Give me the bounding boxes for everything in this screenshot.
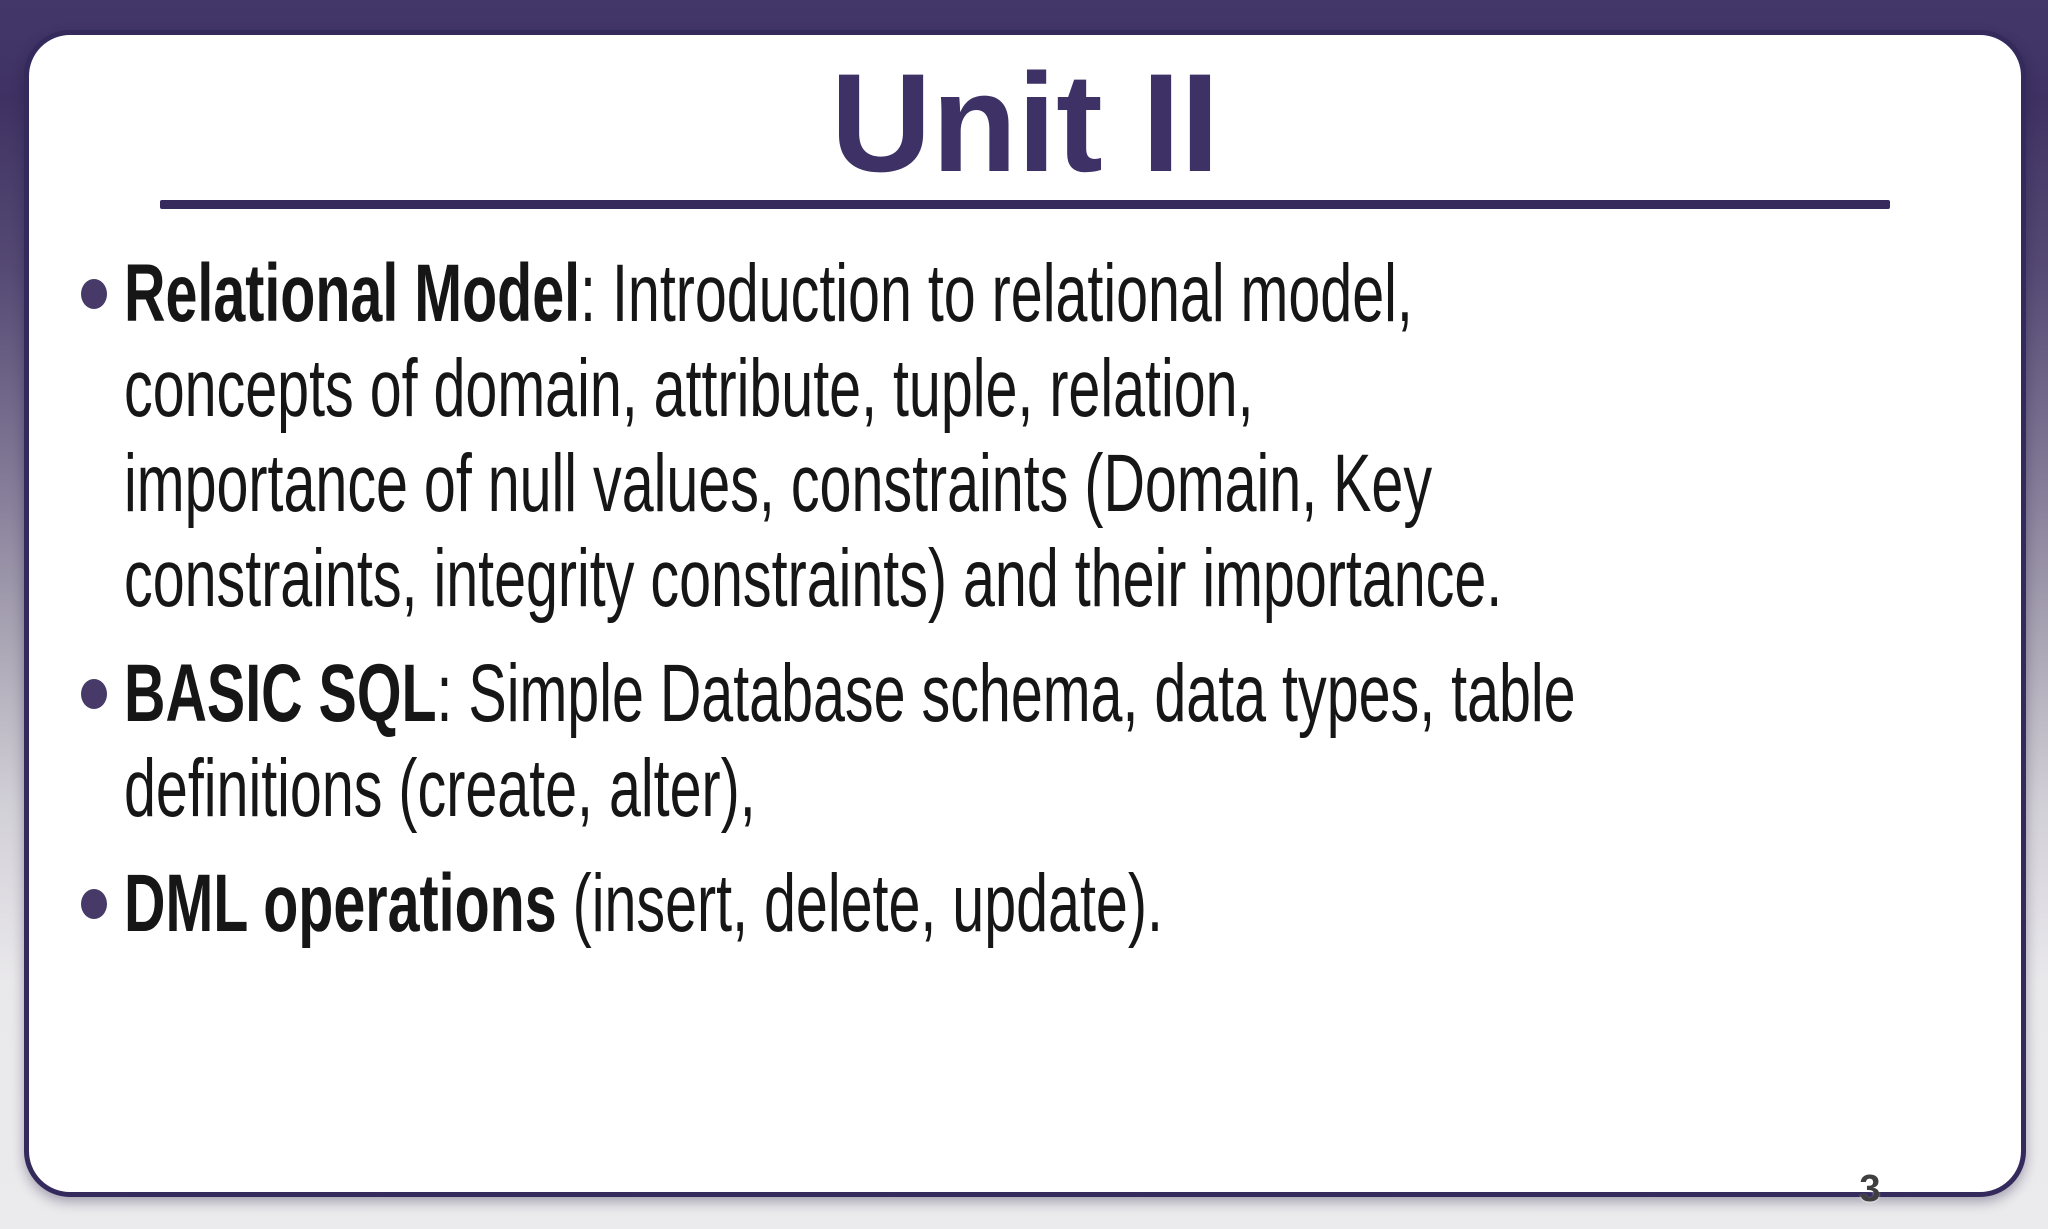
bullet-text: concepts of domain, attribute, tuple, re…: [124, 343, 1254, 434]
bullet-text: : Simple Database schema, data types, ta…: [436, 648, 1576, 739]
bullet-term: Relational Model: [124, 248, 581, 339]
slide-title: Unit II: [830, 44, 1220, 201]
bullet-line: importance of null values, constraints (…: [124, 436, 1432, 531]
bullet-text: : Introduction to relational model,: [580, 248, 1413, 339]
title-underline: [160, 200, 1890, 209]
page-number: 3: [1859, 1168, 1881, 1210]
bullet-term: BASIC SQL: [124, 648, 437, 739]
bullet-line: constraints, integrity constraints) and …: [124, 531, 1502, 626]
bullet-term: DML operations: [124, 858, 557, 949]
bullet-dot-icon: [81, 279, 107, 309]
bullet-item-relational-model: Relational Model: Introduction to relati…: [81, 246, 1981, 626]
bullet-line: Relational Model: Introduction to relati…: [124, 246, 1424, 341]
slide-card: Unit II Relational Model: Introduction t…: [24, 30, 2026, 1197]
bullet-text: definitions (create, alter),: [124, 743, 756, 834]
bullet-text: (insert, delete, update).: [556, 858, 1163, 949]
bullet-item-basic-sql: BASIC SQL: Simple Database schema, data …: [81, 646, 1981, 836]
bullet-text: constraints, integrity constraints) and …: [124, 533, 1503, 624]
bullet-line: DML operations (insert, delete, update).: [124, 856, 1424, 951]
bullet-dot-icon: [81, 679, 107, 709]
bullet-line: BASIC SQL: Simple Database schema, data …: [124, 646, 1576, 741]
bullet-line: concepts of domain, attribute, tuple, re…: [124, 341, 1424, 436]
bullet-line: definitions (create, alter),: [124, 741, 1424, 836]
bullet-text: importance of null values, constraints (…: [124, 438, 1433, 529]
bullet-list: Relational Model: Introduction to relati…: [29, 246, 2021, 951]
bullet-dot-icon: [81, 889, 107, 919]
bullet-item-dml-operations: DML operations (insert, delete, update).: [81, 856, 1981, 951]
